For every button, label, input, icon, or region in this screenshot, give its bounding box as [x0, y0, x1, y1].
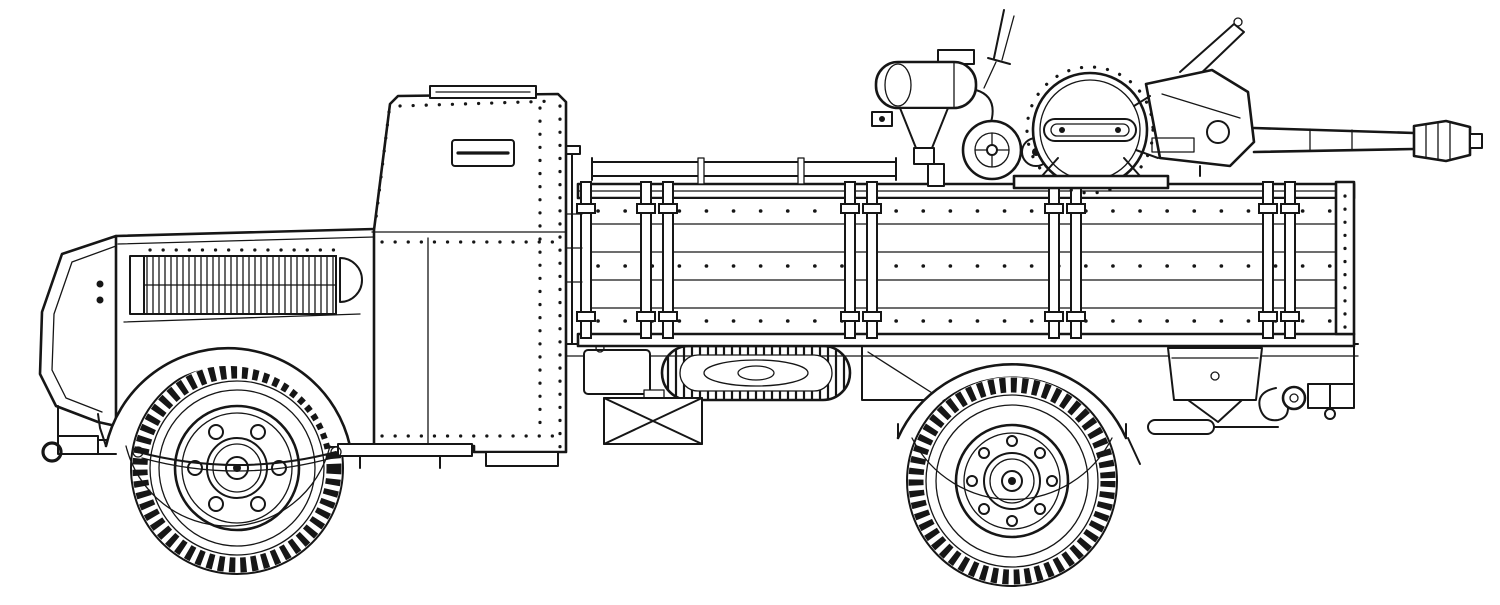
gun-barrel — [1252, 126, 1416, 154]
running-board — [337, 443, 473, 457]
engine-hood — [114, 227, 376, 323]
stowage-box — [1167, 347, 1263, 423]
rear-hitch — [1258, 383, 1355, 422]
armored-cab — [371, 85, 568, 467]
front-end — [38, 234, 118, 437]
hood-louvers — [129, 248, 337, 315]
recoil-cylinder — [871, 49, 994, 187]
cab-step — [485, 451, 559, 467]
side-rails — [591, 157, 897, 185]
exhaust — [1147, 419, 1279, 435]
muzzle-brake — [1412, 119, 1483, 163]
gun-mount-ring — [1012, 65, 1170, 195]
front-wheel — [130, 361, 344, 575]
cargo-bed — [565, 145, 1356, 348]
jack-stand — [603, 389, 703, 445]
nose-bolt — [96, 296, 104, 304]
spare-wheel — [660, 344, 852, 402]
tailgate-corner — [1334, 180, 1356, 336]
front-rack — [565, 145, 583, 345]
front-tow-hook — [41, 435, 117, 463]
gun-sight — [983, 9, 1015, 89]
rear-wheel — [906, 375, 1118, 587]
flak-gun — [871, 9, 1483, 195]
rear-fender — [896, 363, 1141, 501]
equipment-box — [583, 343, 651, 395]
vision-port — [451, 139, 515, 167]
front-fender — [97, 347, 473, 527]
air-scoop — [339, 257, 363, 303]
gun-carriage — [1133, 17, 1256, 177]
nose-bolt — [96, 280, 104, 288]
